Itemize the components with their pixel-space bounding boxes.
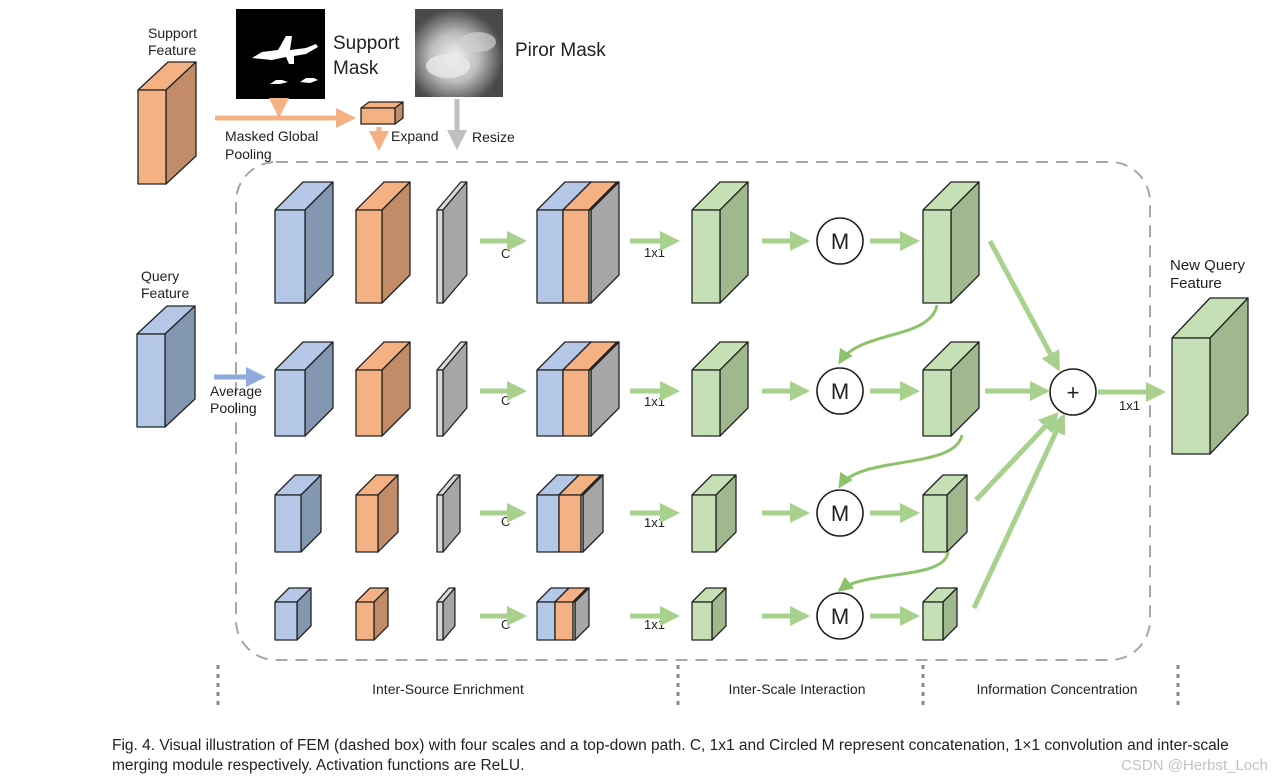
conv-output-cube [691, 341, 749, 437]
support-scale-cube [355, 181, 411, 304]
prior-scale-cube [436, 181, 468, 304]
shapes-layer [136, 61, 1249, 641]
conv-output-cube [691, 587, 727, 641]
concentration-arrow [987, 239, 1061, 372]
figure-caption: Fig. 4. Visual illustration of FEM (dash… [112, 737, 1229, 774]
new-query-feature-label-2: Feature [1170, 275, 1222, 292]
prior-mask-image [415, 9, 503, 97]
concat-cube-gray [588, 181, 620, 304]
new-query-feature-cube [1171, 297, 1249, 455]
top-down-arrow [838, 434, 964, 489]
support-scale-cube [355, 474, 399, 553]
concat-label: C [501, 393, 510, 408]
conv-label: 1x1 [644, 394, 665, 409]
concat-cube-gray [572, 587, 590, 641]
merge-module [816, 592, 864, 640]
query-scale-cube [274, 341, 334, 437]
conv-label: 1x1 [644, 617, 665, 632]
merge-label: M [831, 379, 849, 404]
support-feature-label-2: Feature [148, 42, 196, 58]
average-pooling-label-2: Pooling [210, 400, 257, 416]
new-query-feature-label-1: New Query [1170, 257, 1246, 274]
query-scale-cube [274, 181, 334, 304]
concat-label: C [501, 246, 510, 261]
conv-label: 1x1 [644, 245, 665, 260]
merged-output-cube [922, 587, 958, 641]
prior-scale-cube [436, 474, 461, 553]
merge-module [816, 217, 864, 265]
merge-label: M [831, 604, 849, 629]
final-conv-label: 1x1 [1119, 398, 1140, 413]
merge-label: M [831, 501, 849, 526]
merge-module [816, 489, 864, 537]
concat-label: C [501, 617, 510, 632]
prior-scale-cube [436, 587, 456, 641]
section-label-inter-scale: Inter-Scale Interaction [729, 681, 866, 697]
support-feature-cube [137, 61, 197, 185]
query-feature-label-2: Feature [141, 285, 189, 301]
support-scale-cube [355, 587, 389, 641]
conv-label: 1x1 [644, 515, 665, 530]
section-dividers [216, 665, 1180, 710]
masked-global-pooling-label-2: Pooling [225, 146, 272, 162]
masked-global-pooling-label-1: Masked Global [225, 128, 318, 144]
merge-modules: M M M M [816, 217, 864, 640]
concentration-arrow [971, 413, 1066, 610]
conv-output-cube [691, 181, 749, 304]
fem-diagram: Support Feature Support Mask Piror Mask … [136, 9, 1249, 710]
prior-scale-cube [436, 341, 468, 437]
concentration-arrow [974, 412, 1059, 502]
merged-output-cube [922, 341, 980, 437]
prior-mask-label: Piror Mask [515, 40, 606, 61]
resize-label: Resize [472, 129, 515, 145]
sum-node [1049, 368, 1097, 416]
merged-output-cube [922, 181, 980, 304]
concat-label: C [501, 514, 510, 529]
concat-cube-gray [580, 474, 604, 553]
merged-output-cube [922, 474, 968, 553]
watermark: CSDN @Herbst_Loch [1121, 757, 1268, 774]
section-label-information-concentration: Information Concentration [976, 681, 1137, 697]
top-down-arrow [837, 551, 950, 592]
query-scale-cube [274, 474, 322, 553]
average-pooling-label-1: Average [210, 383, 262, 399]
sum-label: + [1067, 380, 1080, 405]
merge-label: M [831, 229, 849, 254]
support-scale-cube [355, 341, 411, 437]
support-mask-label-2: Mask [333, 58, 379, 79]
support-mask-label-1: Support [333, 33, 400, 54]
concat-labels: C C C C [501, 246, 510, 632]
section-label-inter-source: Inter-Source Enrichment [372, 681, 524, 697]
expand-label: Expand [391, 128, 438, 144]
concat-cube-gray [588, 341, 620, 437]
top-down-arrow [838, 304, 939, 365]
query-scale-cube [274, 587, 312, 641]
conv-labels: 1x1 1x1 1x1 1x1 1x1 [644, 245, 1140, 632]
query-feature-cube [136, 305, 196, 428]
support-feature-label-1: Support [148, 25, 197, 41]
support-mask-image [236, 9, 325, 99]
query-feature-label-1: Query [141, 268, 179, 284]
expanded-vector-cube [360, 101, 404, 125]
conv-output-cube [691, 474, 737, 553]
merge-module [816, 367, 864, 415]
fem-dashed-box [235, 161, 1151, 661]
